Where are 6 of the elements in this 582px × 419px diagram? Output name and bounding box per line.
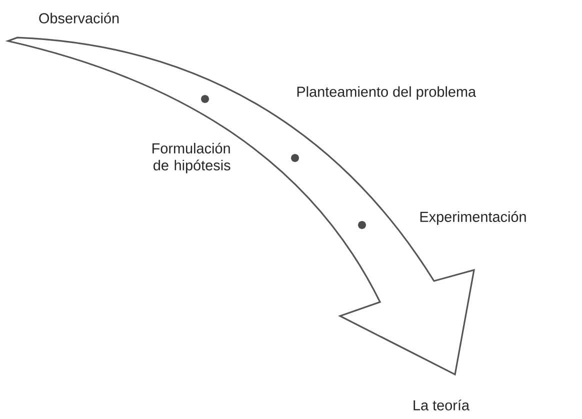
step-label: Planteamiento del problema [297,86,476,100]
curved-arrow [7,36,475,376]
step-text: Observación [39,12,119,24]
step-label: Formulación de hipótesis [152,142,230,174]
step-text: La teoría [414,400,470,410]
step-label: Experimentación [420,211,526,225]
